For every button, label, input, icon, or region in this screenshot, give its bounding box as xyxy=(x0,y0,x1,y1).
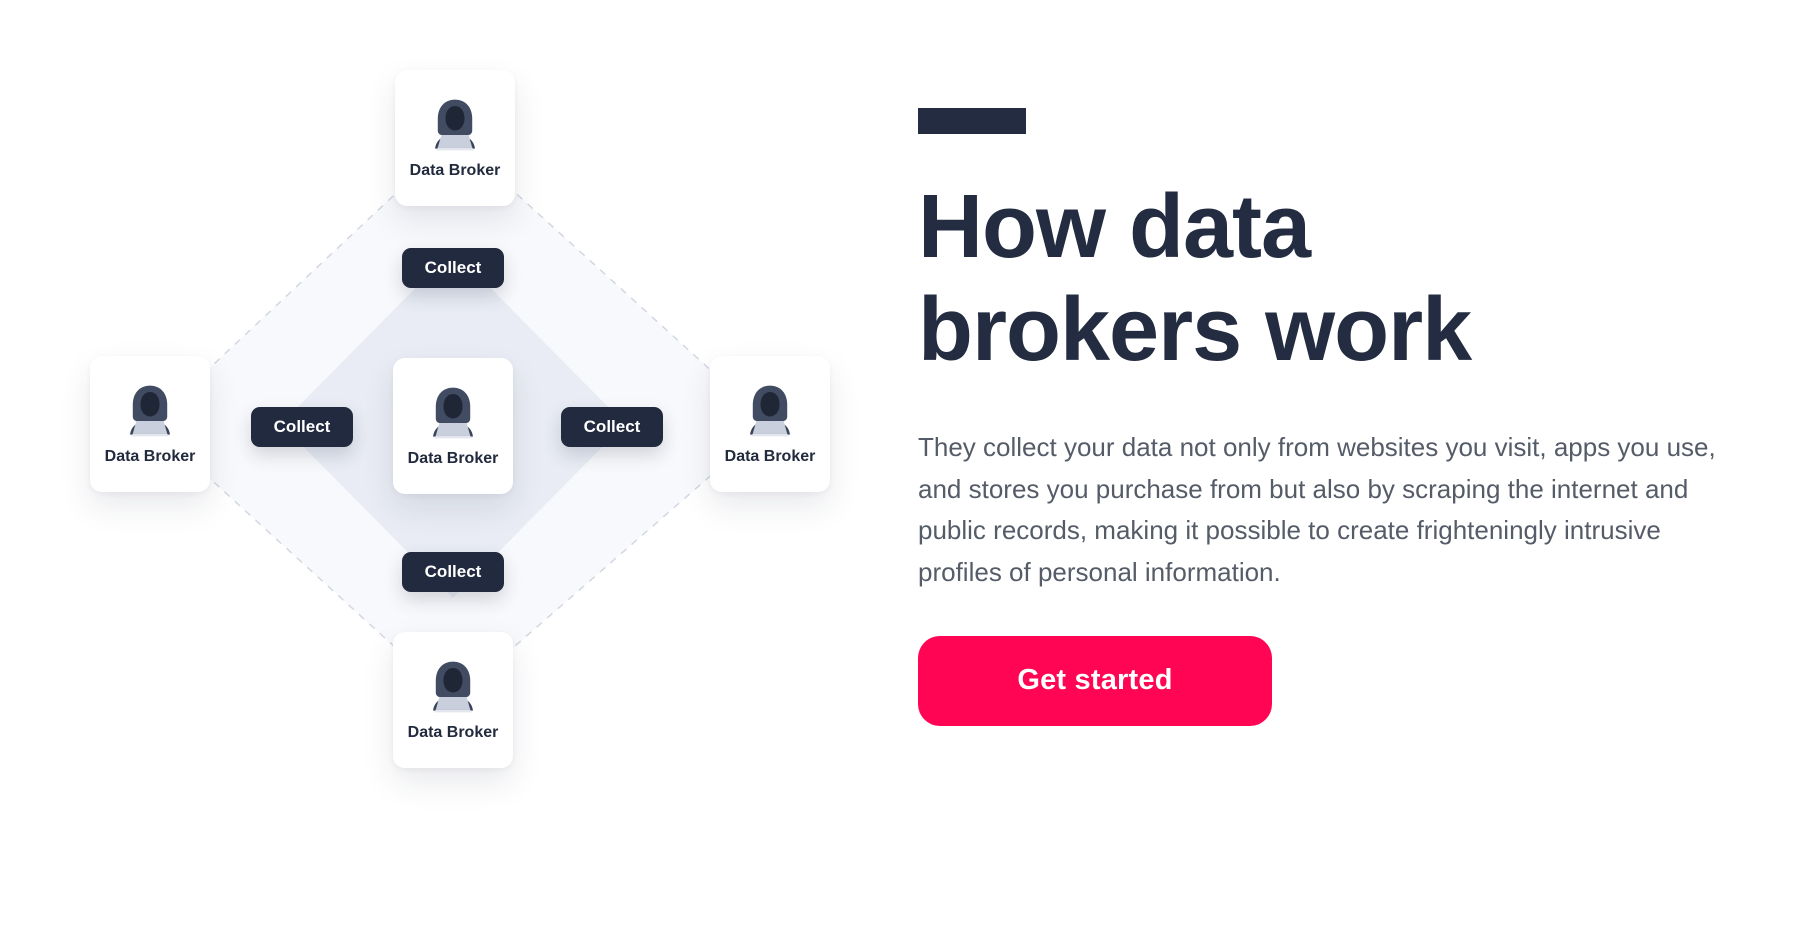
hooded-hacker-icon xyxy=(121,382,179,440)
hooded-hacker-icon xyxy=(424,658,482,716)
broker-card-right: Data Broker xyxy=(710,356,830,492)
broker-diagram: Data Broker Data Broker xyxy=(90,70,830,768)
broker-card-label: Data Broker xyxy=(104,448,196,465)
section-paragraph: They collect your data not only from web… xyxy=(918,432,1716,587)
title-line-2: brokers work xyxy=(918,279,1472,380)
broker-card-top: Data Broker xyxy=(395,70,515,206)
broker-card-label: Data Broker xyxy=(409,162,501,179)
get-started-button[interactable]: Get started xyxy=(918,635,1272,726)
collect-badge-left: Collect xyxy=(251,407,353,447)
accent-bar xyxy=(918,108,1026,134)
broker-card-label: Data Broker xyxy=(407,724,499,741)
broker-card-bottom: Data Broker xyxy=(393,632,513,768)
hooded-hacker-icon xyxy=(426,96,484,154)
hooded-hacker-icon xyxy=(741,382,799,440)
title-line-1: How data xyxy=(918,177,1311,277)
broker-card-label: Data Broker xyxy=(724,448,816,465)
broker-card-center: Data Broker xyxy=(393,358,513,494)
broker-card-left: Data Broker xyxy=(90,356,210,492)
collect-badge-bottom: Collect xyxy=(402,552,504,592)
collect-badge-right: Collect xyxy=(561,407,663,447)
collect-badge-top: Collect xyxy=(402,248,504,288)
hooded-hacker-icon xyxy=(424,384,482,442)
broker-card-label: Data Broker xyxy=(407,450,499,467)
